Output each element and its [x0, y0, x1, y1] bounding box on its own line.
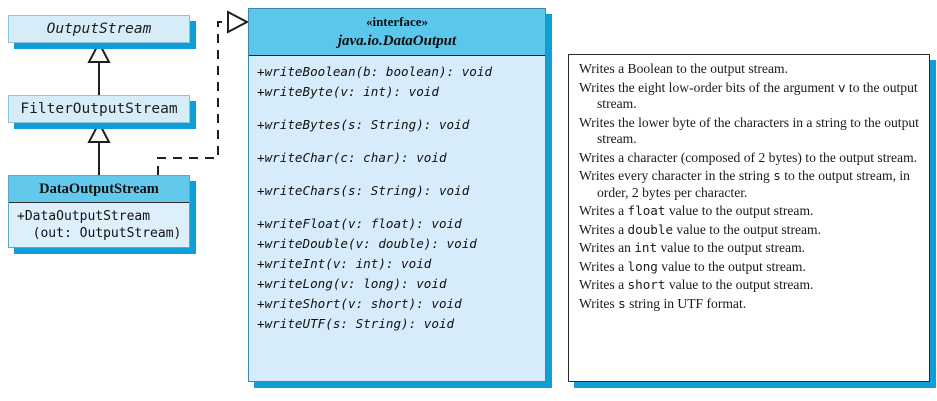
- description-text-run: Writes a: [579, 203, 628, 218]
- description-text-run: Writes a: [579, 277, 628, 292]
- description-text-run: value to the output stream.: [657, 240, 806, 255]
- method-description-row: Writes a long value to the output stream…: [579, 259, 919, 276]
- class-box-output-stream[interactable]: OutputStream: [8, 15, 190, 43]
- description-text-run: Writes every character in the string: [579, 168, 774, 183]
- method-description-row: Writes a character (composed of 2 bytes)…: [579, 150, 919, 167]
- interface-shadow-right: [546, 14, 552, 388]
- generalization-filter-to-output: [87, 40, 111, 95]
- interface-method-row: +writeFloat(v: float): void: [257, 216, 462, 231]
- interface-box-java-io-dataoutput[interactable]: «interface» java.io.DataOutput +writeBoo…: [248, 8, 546, 382]
- description-code-token: int: [634, 240, 658, 255]
- description-text-run: value to the output stream.: [665, 277, 814, 292]
- description-text-run: Writes a: [579, 221, 628, 237]
- interface-header: «interface» java.io.DataOutput: [249, 9, 545, 56]
- method-description-row: Writes a float value to the output strea…: [579, 203, 919, 220]
- interface-method-row: +writeBoolean(b: boolean): void: [257, 64, 493, 79]
- description-panel-shadow-right: [930, 60, 936, 388]
- method-description-row: Writes an int value to the output stream…: [579, 240, 919, 257]
- description-panel-shadow-bottom: [574, 382, 936, 388]
- class-box-data-output-stream[interactable]: DataOutputStream +DataOutputStream (out:…: [8, 175, 190, 248]
- filter-output-stream-shadow-bottom: [14, 123, 196, 129]
- description-text-run: to the output stream, in order, 2 bytes …: [597, 168, 910, 200]
- description-code-token: s: [618, 295, 626, 311]
- description-text-run: Writes the eight low-order bits of the a…: [579, 79, 838, 95]
- interface-method-row: +writeUTF(s: String): void: [257, 316, 455, 331]
- description-text-run: Writes a Boolean to the output stream.: [579, 61, 788, 76]
- class-name-output-stream: OutputStream: [46, 21, 152, 37]
- method-description-row: Writes the eight low-order bits of the a…: [579, 80, 919, 113]
- method-description-row: Writes s string in UTF format.: [579, 296, 919, 313]
- class-members-data-output-stream: +DataOutputStream (out: OutputStream): [17, 209, 182, 241]
- method-description-row: Writes every character in the string s t…: [579, 168, 919, 201]
- description-code-token: v: [837, 79, 846, 95]
- filter-output-stream-shadow-right: [190, 101, 196, 129]
- description-text-run: Writes a: [579, 258, 628, 274]
- class-box-filter-output-stream[interactable]: FilterOutputStream: [8, 95, 190, 123]
- output-stream-shadow-bottom: [14, 43, 196, 49]
- interface-shadow-bottom: [254, 382, 552, 388]
- method-description-row: Writes a short value to the output strea…: [579, 277, 919, 294]
- description-text-run: string in UTF format.: [625, 295, 747, 311]
- description-code-token: float: [627, 203, 666, 218]
- interface-stereotype-label: «interface»: [365, 14, 429, 29]
- description-text-run: value to the output stream.: [657, 258, 806, 274]
- data-output-stream-shadow-bottom: [14, 248, 196, 254]
- class-name-filter-output-stream: FilterOutputStream: [20, 101, 178, 117]
- description-code-token: double: [627, 221, 674, 237]
- interface-method-row: +writeChar(c: char): void: [257, 150, 447, 165]
- description-text-run: Writes a character (composed of 2 bytes)…: [579, 149, 918, 165]
- method-description-row: Writes a double value to the output stre…: [579, 222, 919, 239]
- description-text-run: Writes the lower byte of the characters …: [579, 114, 919, 147]
- interface-method-row: +writeBytes(s: String): void: [257, 117, 470, 132]
- output-stream-shadow-right: [190, 21, 196, 49]
- description-code-token: long: [627, 258, 658, 274]
- class-name-data-output-stream: DataOutputStream: [9, 176, 189, 203]
- method-description-row: Writes a Boolean to the output stream.: [579, 61, 919, 78]
- method-description-panel: Writes a Boolean to the output stream. Wr…: [568, 54, 930, 382]
- interface-method-row: +writeShort(v: short): void: [257, 296, 462, 311]
- interface-method-row: +writeInt(v: int): void: [257, 256, 432, 271]
- interface-method-row: +writeByte(v: int): void: [257, 84, 439, 99]
- description-text-run: to the output stream.: [597, 79, 918, 112]
- method-description-row: Writes the lower byte of the characters …: [579, 115, 919, 148]
- description-code-token: short: [627, 277, 666, 292]
- interface-method-list: +writeBoolean(b: boolean): void +writeByt…: [249, 56, 545, 381]
- description-code-token: s: [773, 168, 781, 183]
- data-output-stream-shadow-right: [190, 181, 196, 254]
- description-text-run: Writes: [579, 295, 619, 311]
- interface-method-row: +writeChars(s: String): void: [257, 183, 470, 198]
- description-text-run: value to the output stream.: [673, 221, 822, 237]
- interface-title: java.io.DataOutput: [337, 33, 457, 49]
- interface-method-row: +writeLong(v: long): void: [257, 276, 447, 291]
- generalization-data-to-filter: [87, 120, 111, 175]
- description-text-run: value to the output stream.: [665, 203, 814, 218]
- description-text-run: Writes an: [579, 240, 635, 255]
- interface-method-row: +writeDouble(v: double): void: [257, 236, 477, 251]
